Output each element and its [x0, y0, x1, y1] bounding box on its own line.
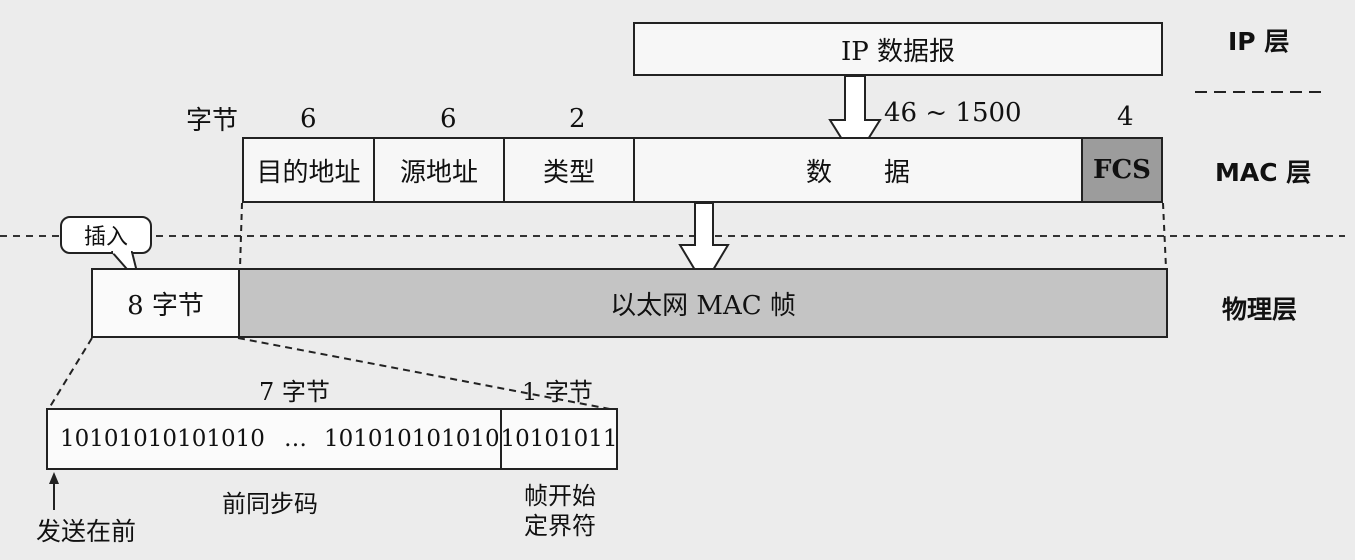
field-data: 数 据 — [633, 137, 1083, 203]
field-fcs: FCS — [1081, 137, 1163, 203]
sfd-box: 10101011 — [500, 408, 618, 470]
seven-bytes-label: 7 字节 — [259, 378, 330, 406]
fcs-size: 4 — [1117, 102, 1134, 132]
type-size: 2 — [569, 104, 586, 134]
field-dest-address: 目的地址 — [242, 137, 375, 203]
ethernet-frame-box: 以太网 MAC 帧 — [238, 268, 1168, 338]
byte-unit-label: 字节 — [186, 106, 239, 136]
preamble-sync-box: 10101010101010 … 10101010101010 — [46, 408, 529, 470]
field-type: 类型 — [503, 137, 635, 203]
preamble-label: 前同步码 — [222, 490, 318, 518]
src-size: 6 — [440, 104, 457, 134]
send-first-arrow-icon — [49, 472, 59, 484]
field-src-address: 源地址 — [373, 137, 505, 203]
sfd-label-line2: 定界符 — [524, 512, 596, 540]
preamble-ellipsis: … — [284, 426, 307, 452]
preamble-bits-left: 10101010101010 — [60, 426, 265, 452]
one-byte-label: 1 字节 — [522, 378, 593, 406]
data-size: 46 ~ 1500 — [884, 98, 1022, 128]
insert-callout-text: 插入 — [83, 225, 128, 250]
physical-layer-label: 物理层 — [1222, 295, 1298, 324]
insert-callout: 插入 — [60, 216, 152, 254]
send-first-label: 发送在前 — [36, 517, 137, 546]
frame-down-arrow-icon — [678, 202, 730, 287]
sfd-bits: 10101011 — [500, 426, 618, 452]
ip-datagram-box: IP 数据报 — [633, 22, 1163, 76]
dest-size: 6 — [300, 104, 317, 134]
preamble-bits-mid: 10101010101010 — [324, 426, 529, 452]
preamble-box: 8 字节 — [91, 268, 240, 338]
preamble-right-dashed — [237, 337, 616, 411]
ip-layer-label: IP 层 — [1228, 27, 1290, 56]
preamble-left-dashed — [47, 337, 93, 411]
mac-layer-label: MAC 层 — [1215, 158, 1312, 187]
sfd-label-line1: 帧开始 — [524, 482, 596, 510]
